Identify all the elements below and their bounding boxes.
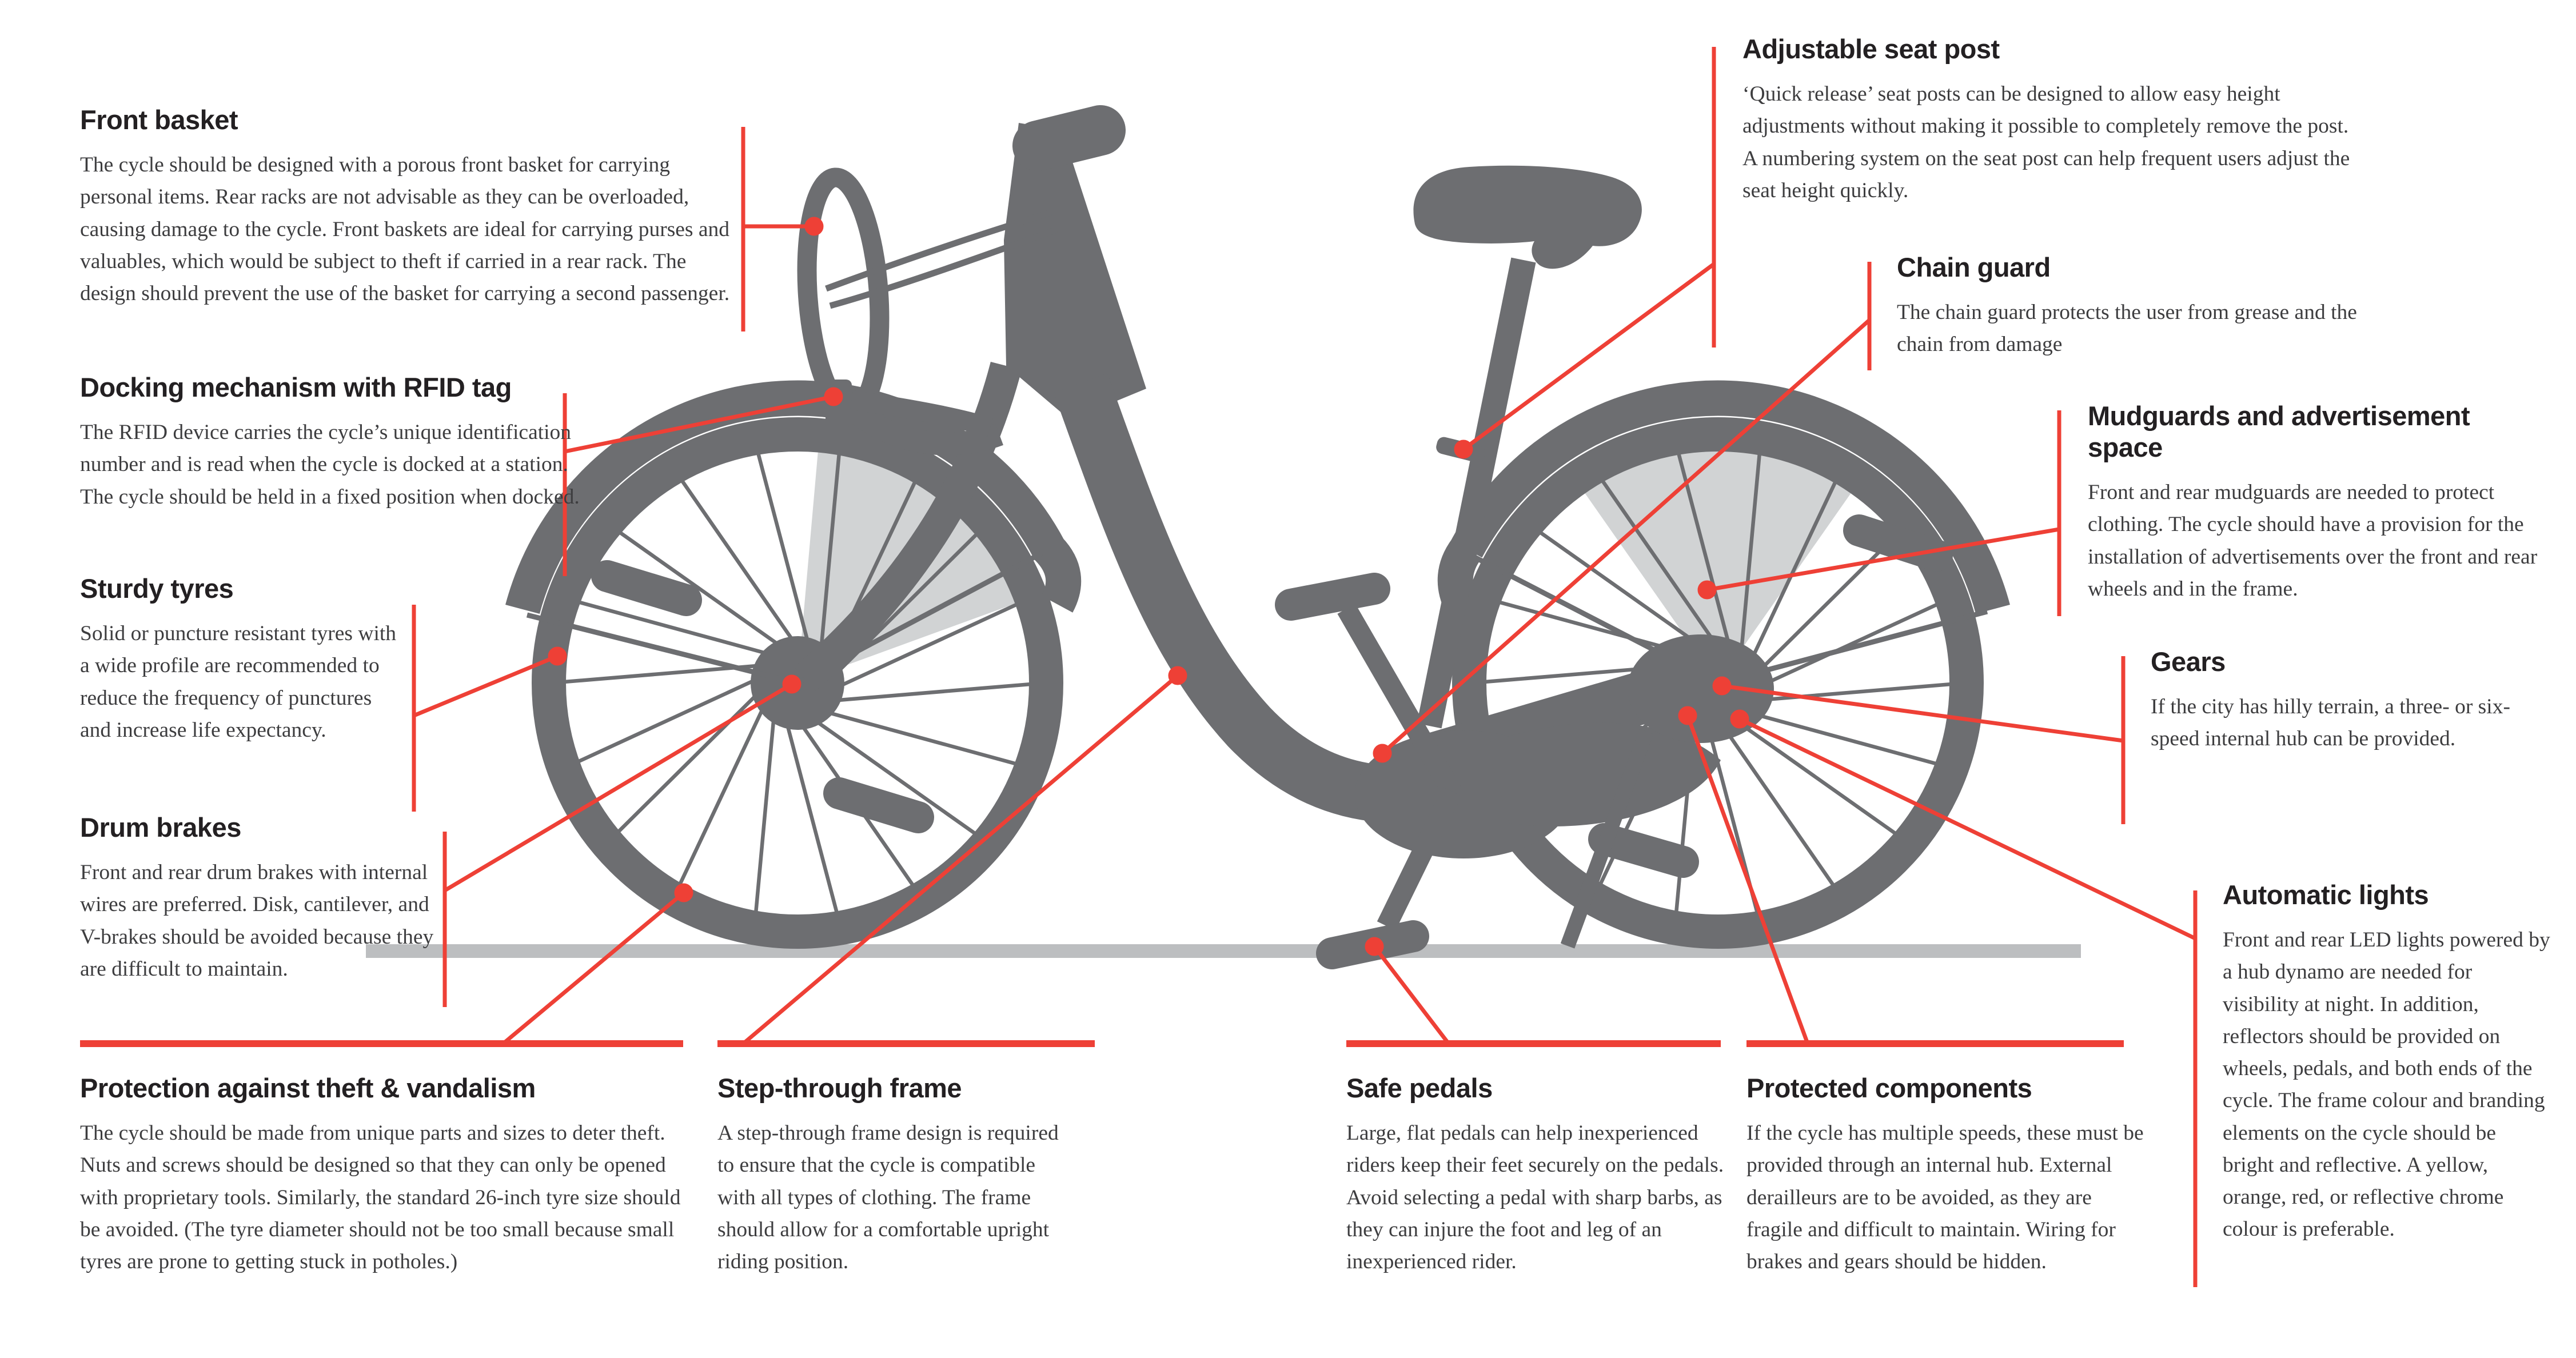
head-tube: [1004, 123, 1146, 420]
rear-tyre: [1452, 417, 1984, 949]
leader-sturdy-tyres: [413, 646, 567, 718]
callout-title: Drum brakes: [80, 812, 241, 842]
callout-body: A step-through frame design is required …: [717, 1121, 1059, 1273]
callout-body: Front and rear LED lights powered by a h…: [2223, 928, 2550, 1241]
callout-protected-components: Protected components If the cycle has mu…: [1746, 1072, 2150, 1278]
callout-body: Front and rear drum brakes with internal…: [80, 861, 434, 981]
rear-wheel-ad-panel: [1580, 442, 1856, 683]
basket-cables: [825, 209, 1058, 309]
leader-mudguards: [1697, 527, 2060, 600]
callout-title: Protected components: [1746, 1073, 2032, 1103]
callout-sturdy-tyres: Sturdy tyres Solid or puncture resistant…: [80, 573, 400, 746]
callout-body: The cycle should be designed with a poro…: [80, 153, 730, 305]
callout-title: Chain guard: [1897, 252, 2051, 282]
crank-arm-up: [1337, 603, 1461, 797]
callout-body: The chain guard protects the user from g…: [1897, 301, 2357, 357]
handlebar-grip: [1012, 105, 1126, 171]
bicycle-illustration: [366, 105, 2081, 969]
callout-body: If the city has hilly terrain, a three- …: [2151, 695, 2510, 751]
seat-post: [1417, 257, 1536, 729]
down-tube: [1053, 373, 1456, 824]
callout-step-through-frame: Step-through frame A step-through frame …: [717, 1072, 1063, 1278]
leader-drum-brakes: [444, 674, 801, 893]
callout-mudguards: Mudguards and advertisement space Front …: [2088, 400, 2542, 605]
leader-protection: [501, 883, 693, 1045]
annotation-lines: [80, 47, 2198, 1287]
leader-front-basket: [743, 217, 824, 236]
callout-body: ‘Quick release’ seat posts can be design…: [1742, 82, 2350, 202]
leader-adjustable-seat-post: [1454, 262, 1716, 459]
callout-automatic-lights: Automatic lights Front and rear LED ligh…: [2223, 879, 2551, 1246]
callout-title: Automatic lights: [2223, 880, 2429, 910]
callout-body: The cycle should be made from unique par…: [80, 1121, 681, 1273]
callout-theft-protection: Protection against theft & vandalism The…: [80, 1072, 700, 1278]
callout-title: Protection against theft & vandalism: [80, 1073, 536, 1103]
leader-safe-pedals: [1365, 937, 1450, 1045]
leader-protected-components: [1678, 706, 1810, 1045]
leader-chain-guard: [1373, 318, 1871, 763]
callout-front-basket: Front basket The cycle should be designe…: [80, 104, 737, 310]
front-wheel-spokes: [550, 439, 1045, 927]
callout-title: Docking mechanism with RFID tag: [80, 372, 512, 402]
crank-arm-down: [1377, 787, 1462, 930]
callout-safe-pedals: Safe pedals Large, flat pedals can help …: [1346, 1072, 1735, 1278]
leader-docking: [564, 387, 843, 454]
callout-body: Front and rear mudguards are needed to p…: [2088, 481, 2538, 601]
leader-step-through: [741, 666, 1187, 1045]
callout-title: Safe pedals: [1346, 1073, 1493, 1103]
leader-gears: [1712, 676, 2124, 743]
callout-title: Step-through frame: [717, 1073, 962, 1103]
front-tyre: [532, 417, 1063, 949]
front-fork: [794, 361, 1022, 692]
callout-drum-brakes: Drum brakes Front and rear drum brakes w…: [80, 812, 449, 985]
pedal-upper: [1275, 573, 1390, 621]
callout-chain-guard: Chain guard The chain guard protects the…: [1897, 251, 2360, 361]
callout-body: If the cycle has multiple speeds, these …: [1746, 1121, 2144, 1273]
callout-adjustable-seat-post: Adjustable seat post ‘Quick release’ sea…: [1742, 33, 2351, 207]
docking-arm: [850, 390, 994, 437]
callout-title: Sturdy tyres: [80, 573, 234, 604]
callout-title: Gears: [2151, 646, 2226, 677]
ground-line: [366, 944, 2081, 958]
callout-docking-mechanism: Docking mechanism with RFID tag The RFID…: [80, 372, 583, 513]
callout-body: The RFID device carries the cycle’s uniq…: [80, 421, 580, 509]
leader-automatic-lights: [1730, 709, 2196, 941]
basket-support-arm: [842, 398, 1003, 456]
saddle: [1413, 165, 1642, 269]
callout-title: Front basket: [80, 105, 238, 135]
callout-title: Adjustable seat post: [1742, 34, 2000, 64]
callout-body: Large, flat pedals can help inexperience…: [1346, 1121, 1724, 1273]
kickstand: [1560, 729, 1654, 949]
callout-body: Solid or puncture resistant tyres with a…: [80, 622, 397, 742]
callout-title: Mudguards and advertisement space: [2088, 401, 2470, 462]
chain-guard-tail: [1486, 722, 1721, 826]
callout-gears: Gears If the city has hilly terrain, a t…: [2151, 646, 2545, 756]
